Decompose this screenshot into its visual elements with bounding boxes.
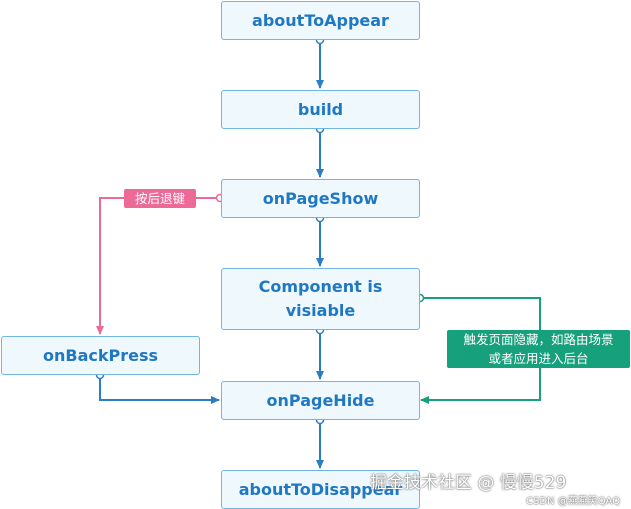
hide-trigger-annotation: 触发页面隐藏，如路由场景 或者应用进入后台	[447, 330, 630, 368]
arrow-backpress-to-hide	[99, 375, 220, 404]
node-on-page-hide-label: onPageHide	[266, 390, 375, 410]
node-on-back-press-label: onBackPress	[42, 345, 158, 365]
node-on-page-show-label: onPageShow	[262, 188, 379, 208]
watermark-main: 掘金技术社区 @ 慢慢529	[370, 473, 567, 493]
back-key-path	[96, 197, 220, 335]
node-build: build	[221, 90, 420, 129]
node-component-visible-line1: Component is	[258, 277, 383, 296]
node-about-to-appear: aboutToAppear	[221, 1, 420, 40]
hide-trigger-annotation-line2: 或者应用进入后台	[488, 351, 589, 366]
back-key-annotation-label: 按后退键	[134, 191, 185, 206]
node-component-visible-line2: visiable	[285, 301, 356, 320]
watermark-sub: CSDN @燕燕笑QAQ	[526, 496, 621, 507]
hide-trigger-annotation-line1: 触发页面隐藏，如路由场景	[463, 332, 614, 347]
node-about-to-appear-label: aboutToAppear	[252, 10, 389, 30]
node-component-visible: Component is visiable	[221, 268, 420, 330]
node-on-page-show: onPageShow	[221, 179, 420, 218]
node-on-back-press: onBackPress	[1, 336, 200, 375]
node-on-page-hide: onPageHide	[221, 381, 420, 420]
back-key-annotation: 按后退键	[124, 189, 196, 208]
node-about-to-disappear-label: aboutToDisappear	[238, 479, 403, 499]
node-build-label: build	[297, 99, 344, 119]
node-about-to-disappear: aboutToDisappear	[221, 470, 420, 509]
